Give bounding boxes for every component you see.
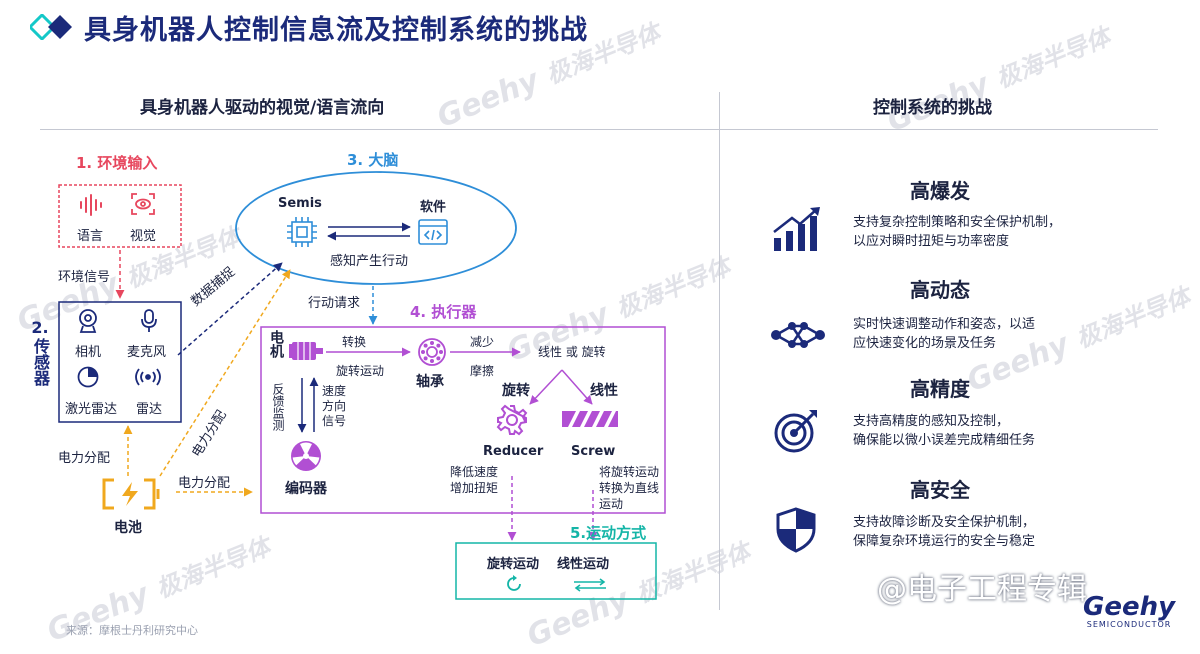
page-title: 具身机器人控制信息流及控制系统的挑战 [84, 15, 588, 46]
env-signal-label: 环境信号 [58, 270, 111, 285]
motor-icon [289, 342, 323, 360]
reducer-label: Reducer [483, 444, 544, 459]
screw-desc: 将旋转运动转换为直线运动 [599, 465, 660, 511]
voice-wave-icon [80, 194, 102, 216]
vertical-divider [719, 92, 720, 610]
brain-caption: 感知产生行动 [330, 254, 409, 269]
flow-diagram [58, 171, 666, 600]
watermark: Geehy 极海半导体 [882, 22, 1115, 140]
feedback-label: 反馈监测 [271, 383, 285, 431]
code-window-icon [418, 219, 448, 245]
bidirectional-arrow-icon [574, 578, 606, 592]
challenge-title: 高精度 [910, 377, 970, 401]
source-note: 来源：摩根士丹利研究中心 [66, 624, 198, 637]
left-heading: 具身机器人驱动的视觉/语言流向 [140, 98, 385, 118]
eye-scan-icon [131, 193, 155, 215]
title-diamond-icon [30, 14, 72, 40]
challenge-desc: 支持高精度的感知及控制，确保能以微小误差完成精细任务 [853, 414, 1036, 448]
credit-text: @电子工程专辑 [877, 572, 1087, 607]
env-item: 语言 [77, 229, 104, 244]
rotation-motion-label: 旋转运动 [336, 364, 385, 378]
battery-label: 电池 [114, 520, 142, 536]
target-icon [774, 410, 817, 453]
right-heading: 控制系统的挑战 [873, 98, 992, 118]
encoder-icon [291, 441, 321, 471]
chip-icon [287, 217, 317, 247]
rotation-label: 旋转 [502, 383, 530, 399]
linear-or-rotation-label: 线性 或 旋转 [538, 345, 606, 359]
power-distribution-label: 电力分配 [178, 476, 231, 491]
sensor-item: 激光雷达 [65, 402, 118, 417]
sensor-item: 雷达 [136, 402, 163, 417]
sensor-item: 麦克风 [127, 345, 167, 360]
challenge-title: 高动态 [910, 278, 970, 302]
sensor-item: 相机 [75, 345, 102, 360]
semis-label: Semis [278, 196, 322, 211]
battery-icon [102, 478, 160, 510]
encoder-label: 编码器 [285, 481, 327, 497]
power-distribution-label: 电力分配 [58, 451, 111, 466]
motion-rotation-label: 旋转运动 [487, 557, 540, 572]
actuator-title: 4. 执行器 [410, 303, 477, 321]
gear-icon [496, 404, 528, 436]
shield-icon [776, 507, 816, 553]
brand-logo: Geehy SEMICONDUCTOR [1083, 592, 1176, 629]
screw-label: Screw [571, 444, 616, 459]
challenge-desc: 支持故障诊断及安全保护机制，保障复杂环境运行的安全与稳定 [853, 515, 1036, 549]
env-item: 视觉 [130, 229, 157, 244]
microphone-icon [141, 309, 157, 332]
network-icon [771, 322, 825, 348]
bar-growth-icon [773, 207, 820, 251]
linear-label: 线性 [590, 383, 618, 399]
challenge-title: 高爆发 [910, 179, 970, 203]
camera-icon [79, 309, 97, 333]
software-label: 软件 [420, 200, 447, 215]
rotate-icon [507, 575, 521, 591]
challenge-desc: 支持复杂控制策略和安全保护机制，以应对瞬时扭矩与功率密度 [853, 215, 1062, 249]
bearing-label: 轴承 [416, 374, 444, 390]
motor-label: 电机 [268, 330, 284, 358]
challenge-title: 高安全 [910, 478, 970, 502]
horizontal-divider [40, 129, 1158, 130]
motion-linear-label: 线性运动 [557, 557, 610, 572]
brain-title: 3. 大脑 [347, 151, 399, 169]
env-input-title: 1. 环境输入 [76, 154, 158, 172]
bearing-icon [418, 338, 446, 366]
speed-direction-label: 速度方向信号 [322, 384, 347, 428]
convert-label: 转换 [342, 335, 367, 349]
action-request-label: 行动请求 [308, 296, 361, 311]
lidar-icon [77, 366, 99, 388]
screw-icon [562, 411, 618, 427]
radar-signal-icon [135, 368, 161, 386]
reduce-label: 减少 [470, 335, 495, 349]
motion-title: 5.运动方式 [570, 524, 647, 542]
challenge-desc: 实时快速调整动作和姿态，以适应快速变化的场景及任务 [853, 317, 1036, 351]
sensors-title: 2. 传感器 [31, 318, 50, 386]
friction-label: 摩擦 [470, 364, 495, 378]
reducer-desc: 降低速度增加扭矩 [450, 465, 499, 495]
